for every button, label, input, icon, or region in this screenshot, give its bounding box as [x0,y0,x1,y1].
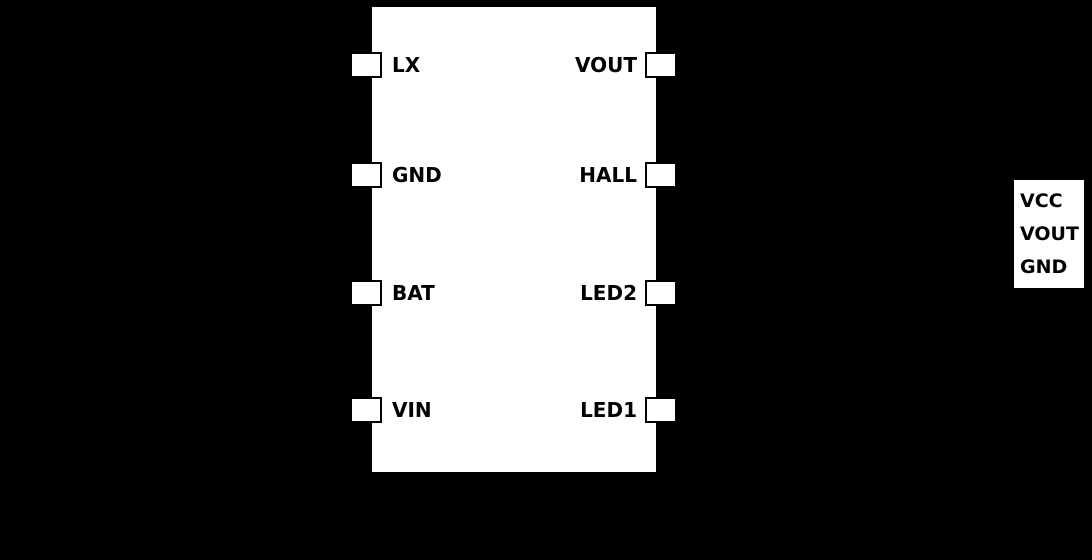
pin-label-led2: LED2 [580,281,637,305]
pin-pad-hall [645,162,677,188]
pin-pad-bat [350,280,382,306]
connector-pin-label-vout: VOUT [1020,223,1079,245]
pin-pad-led2 [645,280,677,306]
ic-symbol-body [370,5,658,474]
pin-label-hall: HALL [579,163,637,187]
pin-pad-vout [645,52,677,78]
pin-label-led1: LED1 [580,398,637,422]
pin-pad-lx [350,52,382,78]
pin-pad-gnd [350,162,382,188]
pin-label-vout: VOUT [574,53,637,77]
pin-pad-vin [350,397,382,423]
pin-label-bat: BAT [392,281,435,305]
connector-symbol: VCC VOUT GND [1012,178,1086,290]
pin-pad-led1 [645,397,677,423]
connector-pin-label-gnd: GND [1020,256,1068,278]
pin-label-gnd: GND [392,163,442,187]
connector-pin-label-vcc: VCC [1020,190,1063,212]
pin-label-lx: LX [392,53,421,77]
pin-label-vin: VIN [392,398,432,422]
